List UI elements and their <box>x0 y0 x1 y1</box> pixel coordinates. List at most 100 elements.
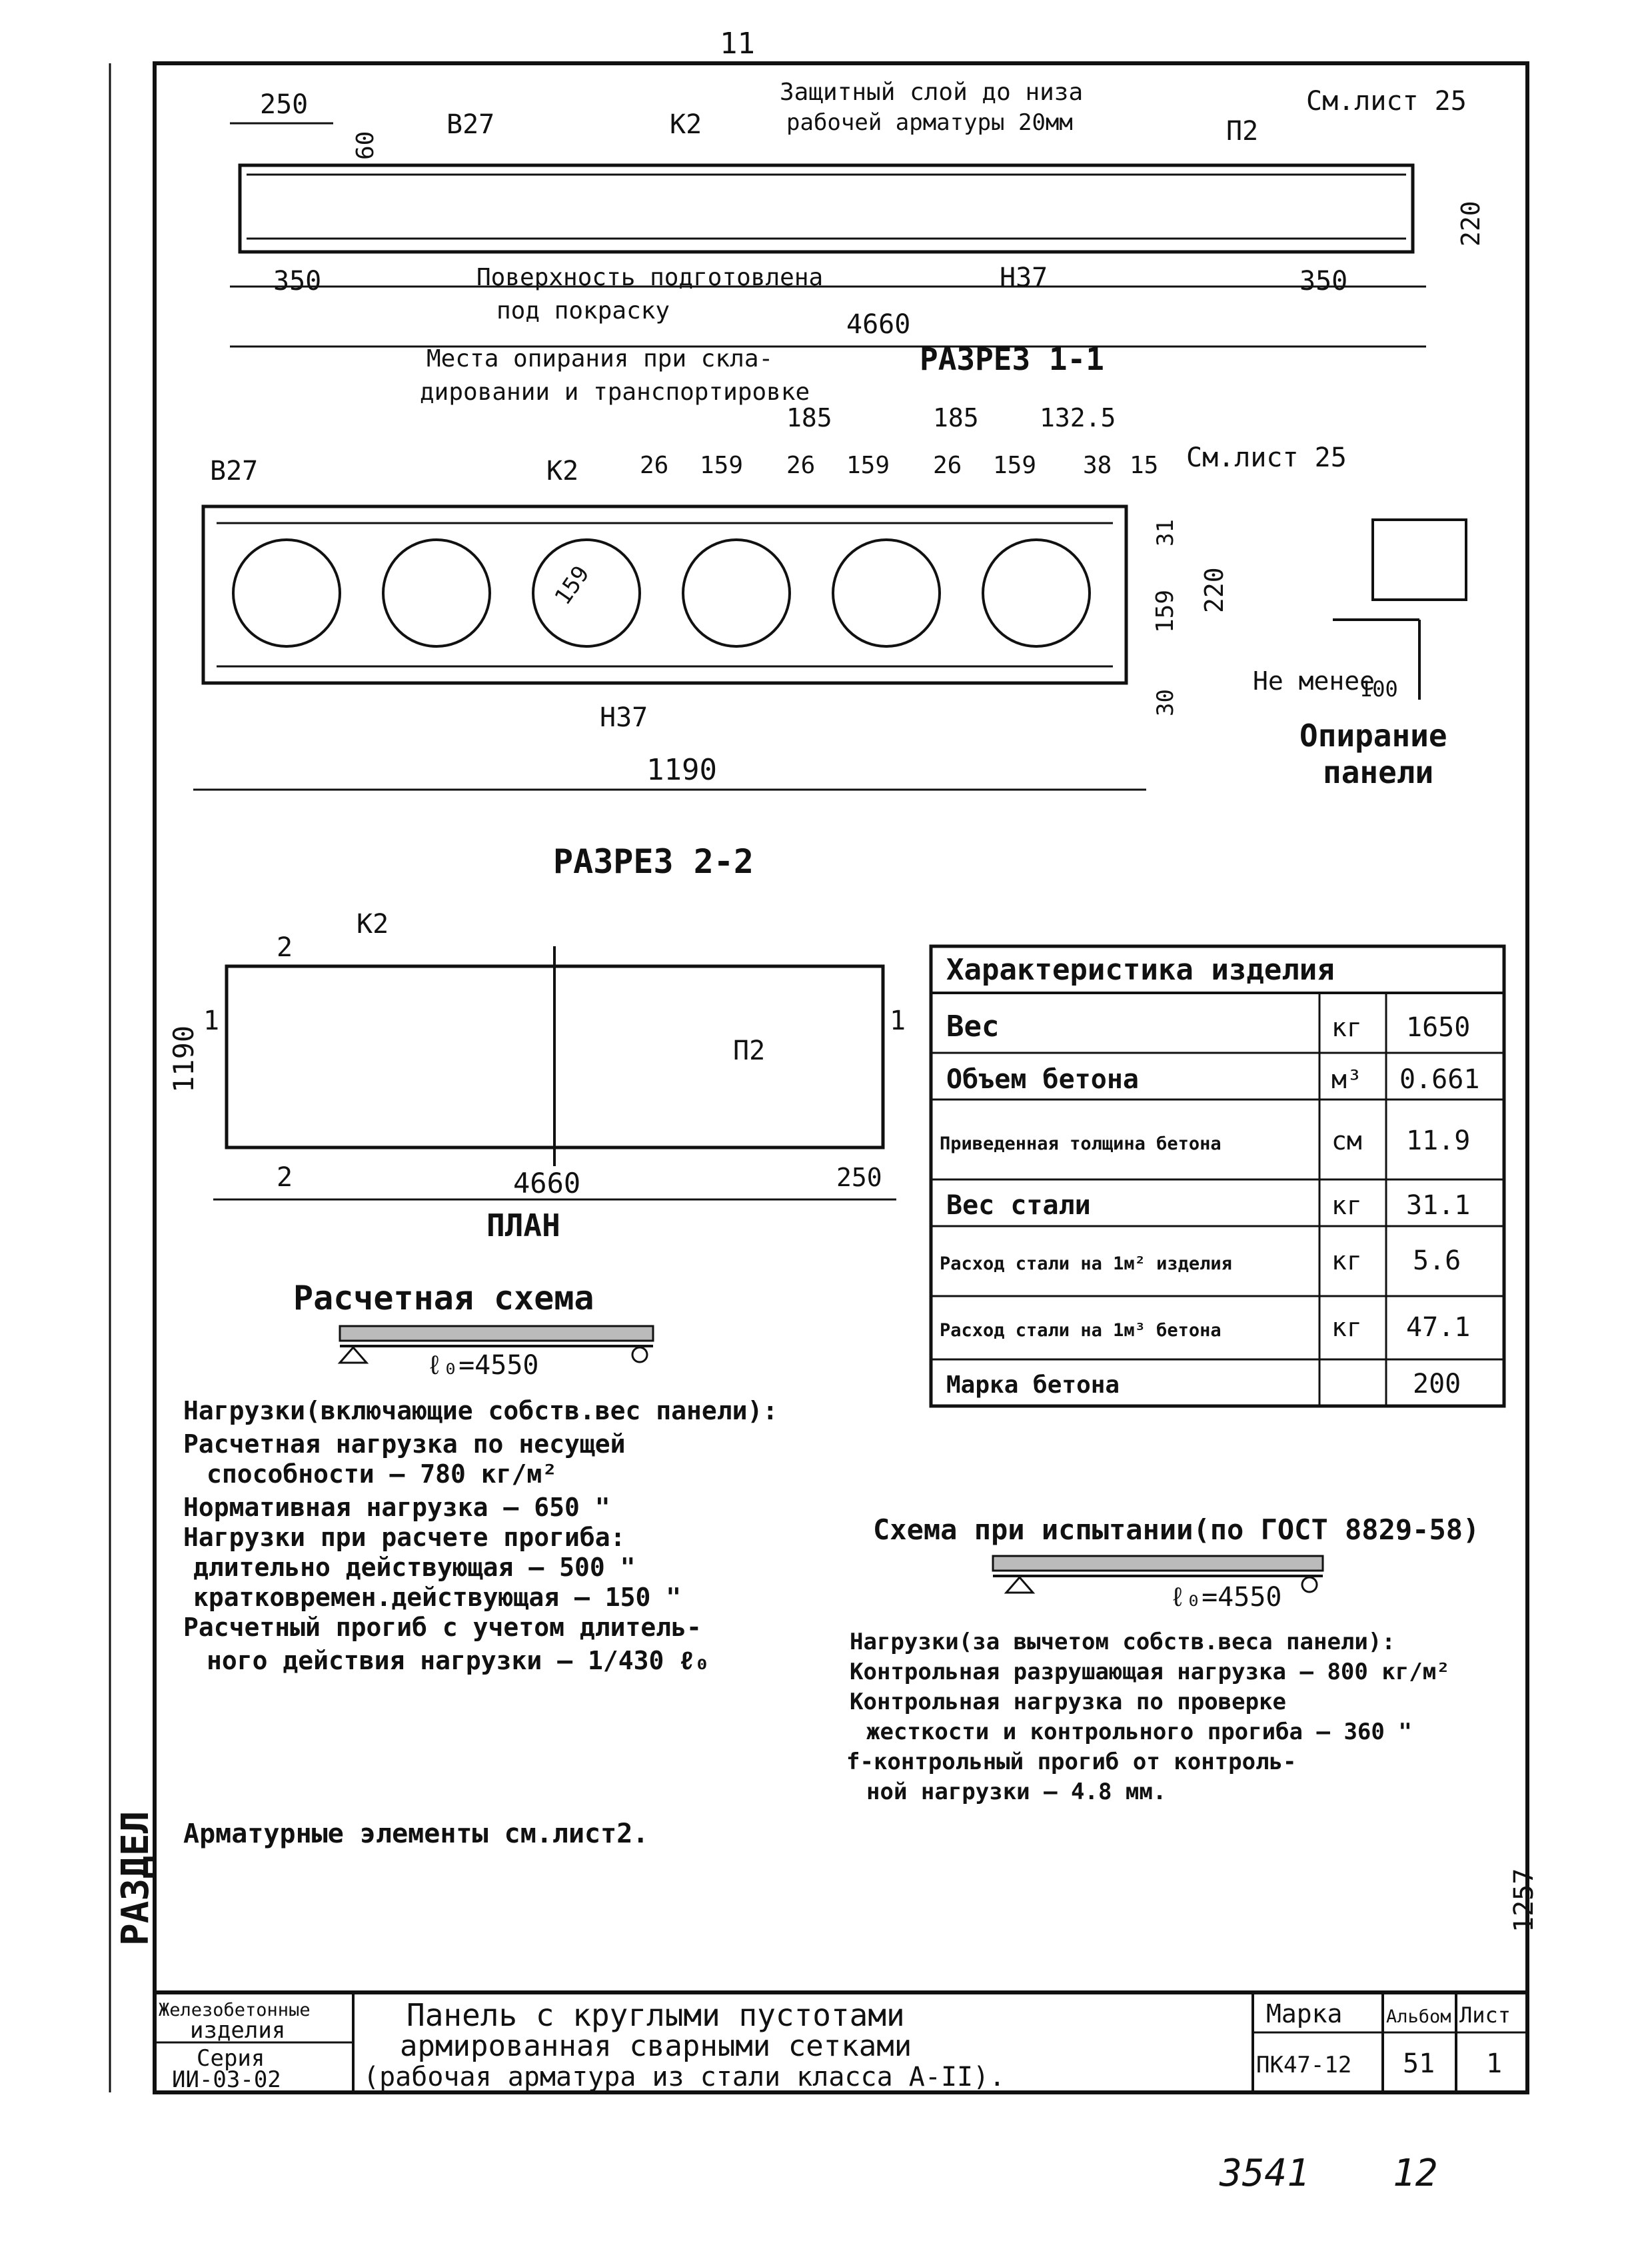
dim-350-right: 350 <box>1299 266 1347 297</box>
note-surface-2: под покраску <box>496 297 670 325</box>
dim-30: 30 <box>1152 689 1179 716</box>
test-line: жесткости и контрольного прогиба — 360 " <box>866 1719 1412 1745</box>
row-value: 11.9 <box>1406 1126 1470 1156</box>
dim-d159: 159 <box>550 561 595 610</box>
dim-350-left: 350 <box>273 266 321 297</box>
void-circle <box>982 538 1091 648</box>
row-name: Марка бетона <box>946 1371 1120 1399</box>
section-2-2: В27 К2 185 185 132.5 26 159 26 159 26 15… <box>193 403 1347 881</box>
sheet-label: Лист <box>1459 2002 1511 2028</box>
plan-dim-250: 250 <box>836 1163 882 1192</box>
row-unit: м³ <box>1331 1065 1362 1094</box>
support-left-icon <box>1004 1575 1036 1594</box>
calc-scheme-title: Расчетная схема <box>293 1279 594 1317</box>
dim-row-5: 159 <box>993 452 1036 479</box>
plan-mark-1-right: 1 <box>890 1006 906 1036</box>
page-number-top: 11 <box>720 27 755 61</box>
note-cover-2: рабочей арматуры 20мм <box>786 109 1073 136</box>
row-value: 200 <box>1413 1369 1461 1399</box>
see-sheet-22: См.лист 25 <box>1186 442 1347 473</box>
title-block: Железобетонные изделия Серия ИИ-03-02 Па… <box>155 1990 1527 2093</box>
note-cover-1: Защитный слой до низа <box>780 79 1083 106</box>
support-block <box>1371 518 1467 601</box>
test-line: ной нагрузки — 4.8 мм. <box>866 1779 1166 1805</box>
plan-title: ПЛАН <box>486 1207 560 1243</box>
support-title-1: Опирание <box>1299 718 1447 754</box>
calc-line: ного действия нагрузки — 1/430 ℓ₀ <box>207 1646 710 1675</box>
support-left-icon <box>337 1345 369 1364</box>
note-support-2: дировании и транспортировке <box>420 378 810 406</box>
dim-row-6: 38 <box>1083 452 1112 479</box>
row-name: Вес <box>946 1010 999 1044</box>
dim-row-7: 15 <box>1130 452 1158 479</box>
dim-159: 159 <box>1152 590 1179 633</box>
dim-row-4: 26 <box>933 452 962 479</box>
test-line: Нагрузки(за вычетом собств.веса панели): <box>850 1629 1395 1655</box>
mark-value: ПК47-12 <box>1256 2052 1351 2078</box>
void-circle <box>832 538 941 648</box>
dim-row-3: 159 <box>846 452 890 479</box>
calc-line: Нормативная нагрузка — 650 " <box>183 1493 610 1522</box>
row-name: Расход стали на 1м³ бетона <box>940 1320 1222 1341</box>
dim-31: 31 <box>1152 519 1179 546</box>
dim-1190-22: 1190 <box>646 753 717 787</box>
label-k2-22: К2 <box>546 456 578 486</box>
calc-line: кратковремен.действующая — 150 " <box>193 1583 681 1612</box>
row-unit: кг <box>1331 1246 1362 1275</box>
void-row <box>232 538 1091 648</box>
footer-number: 3541 <box>1219 2152 1309 2195</box>
dim-4660-11: 4660 <box>846 309 910 340</box>
label-b27-22: В27 <box>210 456 258 486</box>
section-1-1-beam <box>238 163 1415 254</box>
sheet-frame <box>153 61 1529 2094</box>
characteristics-table: Характеристика изделия Вес кг 1650 Объем… <box>929 944 1506 1408</box>
dim-250: 250 <box>260 89 308 120</box>
test-scheme: Схема при испытании(по ГОСТ 8829-58) ℓ₀=… <box>846 1513 1479 1805</box>
calc-line: длительно действующая — 500 " <box>193 1553 635 1582</box>
label-p2: П2 <box>1226 116 1258 147</box>
row-name: Вес стали <box>946 1190 1091 1221</box>
album-label: Альбом <box>1386 2006 1451 2027</box>
dim-100: 100 <box>1359 676 1398 702</box>
series-label: Серия <box>197 2045 265 2072</box>
calc-line: Нагрузки(включающие собств.вес панели): <box>183 1396 778 1425</box>
not-less-label: Не менее <box>1253 666 1375 696</box>
row-value: 5.6 <box>1413 1245 1461 1276</box>
dim-60: 60 <box>352 131 379 160</box>
note-surface-1: Поверхность подготовлена <box>476 264 823 291</box>
row-name: Объем бетона <box>946 1064 1139 1095</box>
section-1-1: 250 60 В27 К2 Защитный слой до низа рабо… <box>230 79 1485 406</box>
row-unit: кг <box>1331 1313 1362 1342</box>
void-circle <box>532 538 641 648</box>
category-1: Железобетонные <box>159 2000 311 2020</box>
dim-row-0: 26 <box>640 452 668 479</box>
row-value: 47.1 <box>1406 1312 1470 1343</box>
title-line-1: Панель с круглыми пустотами <box>407 1997 905 2033</box>
row-unit: кг <box>1331 1013 1362 1042</box>
album-value: 51 <box>1403 2048 1435 2079</box>
plan-label-p2: П2 <box>733 1036 765 1066</box>
test-line: Контрольная разрушающая нагрузка — 800 к… <box>850 1659 1450 1685</box>
plan-dim-4660: 4660 <box>513 1167 580 1199</box>
dim-185-b: 185 <box>933 403 979 432</box>
mark-label: Марка <box>1266 1999 1342 2028</box>
plan-mark-1-left: 1 <box>203 1006 219 1036</box>
calc-line: Расчетный прогиб с учетом длитель- <box>183 1613 702 1642</box>
section-2-2-title: РАЗРЕЗ 2-2 <box>553 842 754 881</box>
void-circle <box>382 538 491 648</box>
support-title-2: панели <box>1323 754 1433 790</box>
title-line-3: (рабочая арматура из стали класса А-II). <box>363 2062 1005 2092</box>
series-value: ИИ-03-02 <box>172 2066 281 2093</box>
row-unit: кг <box>1331 1191 1362 1220</box>
plan-mark-2-bottom: 2 <box>277 1162 293 1193</box>
label-b27: В27 <box>446 109 494 140</box>
support-detail: Не менее 100 Опирание панели <box>1253 518 1467 790</box>
row-value: 1650 <box>1406 1012 1470 1043</box>
category-2: изделия <box>190 2017 285 2044</box>
sheet-value: 1 <box>1486 2048 1502 2079</box>
calc-line: способности — 780 кг/м² <box>207 1459 557 1489</box>
calc-load-hatch <box>339 1325 654 1342</box>
test-line: Контрольная нагрузка по проверке <box>850 1689 1286 1715</box>
table-frame <box>929 944 1506 1408</box>
